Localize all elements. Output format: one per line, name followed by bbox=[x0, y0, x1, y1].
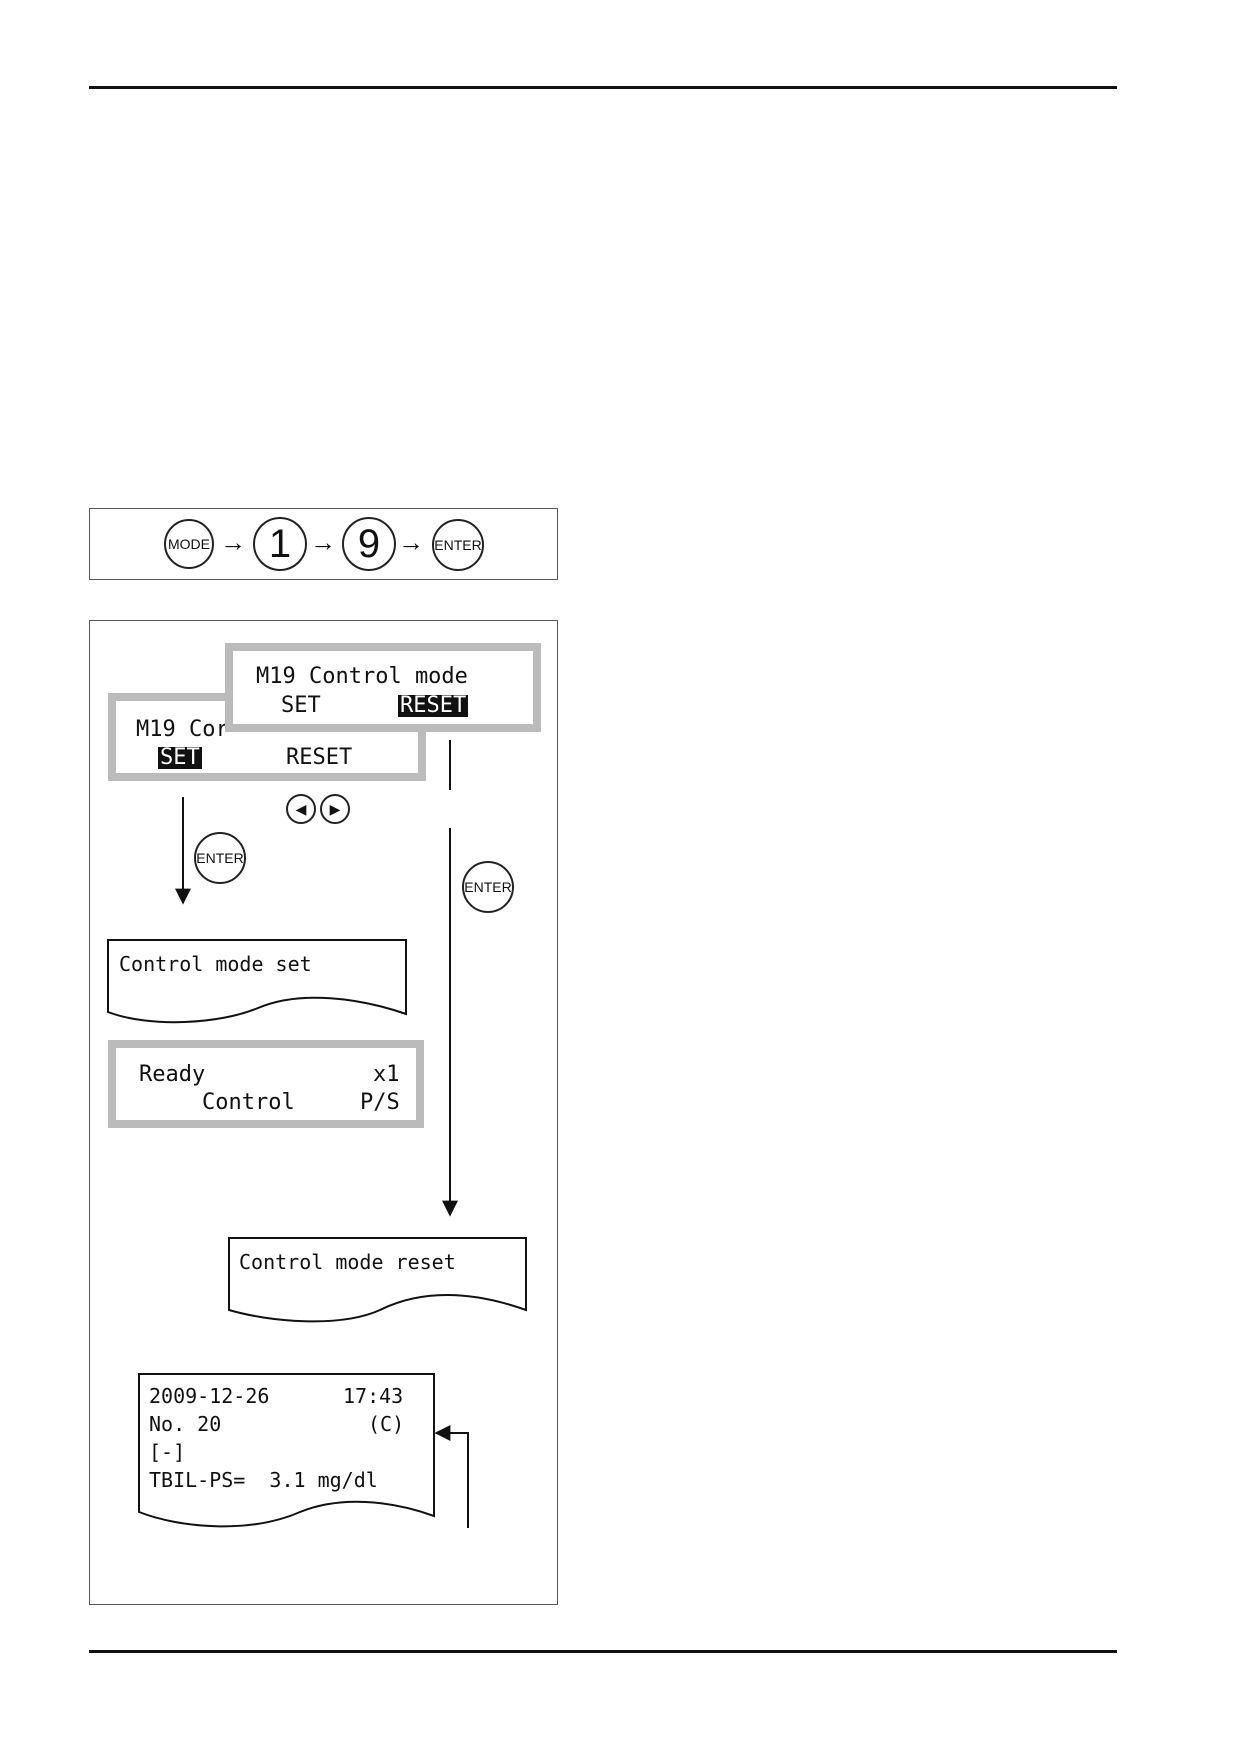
arrow-right-icon: → bbox=[398, 527, 424, 557]
lcd-ready-screen: Ready x1 Control P/S bbox=[108, 1040, 424, 1128]
print-set-text: Control mode set bbox=[119, 952, 312, 976]
print-bracket: [-] bbox=[149, 1440, 186, 1464]
print-time: 17:43 bbox=[343, 1384, 404, 1408]
mode-key[interactable]: MODE bbox=[164, 519, 214, 569]
enter-key[interactable]: ENTER bbox=[432, 519, 484, 571]
lcd-set-option-set: SET bbox=[158, 745, 202, 770]
print-date: 2009-12-26 bbox=[149, 1384, 270, 1408]
digit-9-key[interactable]: 9 bbox=[342, 517, 396, 571]
left-arrow-key[interactable]: ◀ bbox=[286, 794, 316, 824]
lcd-reset-option-reset: RESET bbox=[398, 693, 469, 718]
key-sequence-panel: MODE → 1 → 9 → ENTER bbox=[89, 508, 558, 580]
arrow-right-icon: → bbox=[310, 527, 336, 557]
lcd-control-text: Control bbox=[202, 1090, 295, 1115]
lcd-set-option-reset: RESET bbox=[286, 745, 353, 770]
lcd-reset-title: M19 Control mode bbox=[256, 664, 468, 689]
enter-key-left[interactable]: ENTER bbox=[194, 832, 246, 884]
arrow-right-icon: → bbox=[220, 527, 246, 557]
print-number: No. 20 bbox=[149, 1412, 222, 1436]
digit-1-key[interactable]: 1 bbox=[253, 517, 307, 571]
print-flag: (C) bbox=[368, 1412, 405, 1436]
bottom-rule bbox=[89, 1650, 1117, 1653]
lcd-set-title: M19 Cor bbox=[136, 717, 229, 742]
lcd-reset-option-set: SET bbox=[281, 693, 321, 718]
top-rule bbox=[89, 86, 1117, 89]
right-arrow-key[interactable]: ▶ bbox=[320, 794, 350, 824]
lcd-ps-text: P/S bbox=[360, 1090, 400, 1115]
lcd-reset-screen: M19 Control mode SET RESET bbox=[225, 643, 541, 732]
print-reset-text: Control mode reset bbox=[239, 1250, 456, 1274]
enter-key-right[interactable]: ENTER bbox=[462, 861, 514, 913]
lcd-ready-text: Ready bbox=[139, 1062, 206, 1087]
print-result-value: TBIL-PS= 3.1 mg/dl bbox=[149, 1468, 378, 1492]
lcd-multiplier-text: x1 bbox=[373, 1062, 400, 1087]
